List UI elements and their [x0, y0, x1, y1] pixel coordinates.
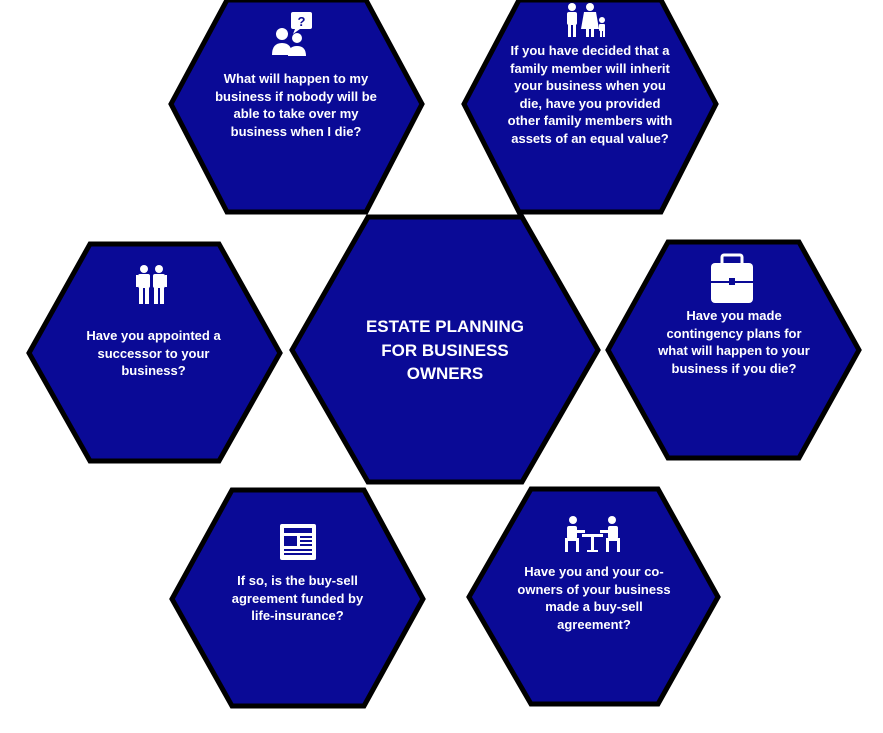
- hex-bottom-left: [169, 487, 426, 709]
- hex-top-left-text: What will happen to my business if nobod…: [215, 71, 377, 139]
- hex-mid-left: [26, 241, 283, 464]
- hex-mid-left-text: Have you appointed a successor to your b…: [86, 328, 221, 378]
- briefcase-icon: [711, 253, 753, 303]
- newspaper-icon: [280, 524, 316, 560]
- hex-center: [289, 214, 601, 485]
- center-title: ESTATE PLANNING FOR BUSINESS OWNERS: [365, 317, 525, 383]
- hex-mid-right: [605, 239, 862, 461]
- two-people-icon: [136, 265, 167, 304]
- hex-top-left: [168, 0, 425, 215]
- hex-bottom-right: [466, 486, 721, 707]
- hex-bottom-right-text: Have you and your co-owners of your busi…: [517, 564, 671, 632]
- family-icon: [567, 3, 605, 37]
- hex-mid-right-text: Have you made contingency plans for what…: [658, 308, 810, 376]
- hex-bottom-left-text: If so, is the buy-sell agreement funded …: [231, 573, 364, 623]
- hex-top-right-text: If you have decided that a family member…: [507, 43, 673, 146]
- person-question-icon: ?: [272, 12, 312, 56]
- svg-text:?: ?: [298, 14, 306, 29]
- hex-top-right: [461, 0, 719, 215]
- meeting-icon: [565, 516, 620, 552]
